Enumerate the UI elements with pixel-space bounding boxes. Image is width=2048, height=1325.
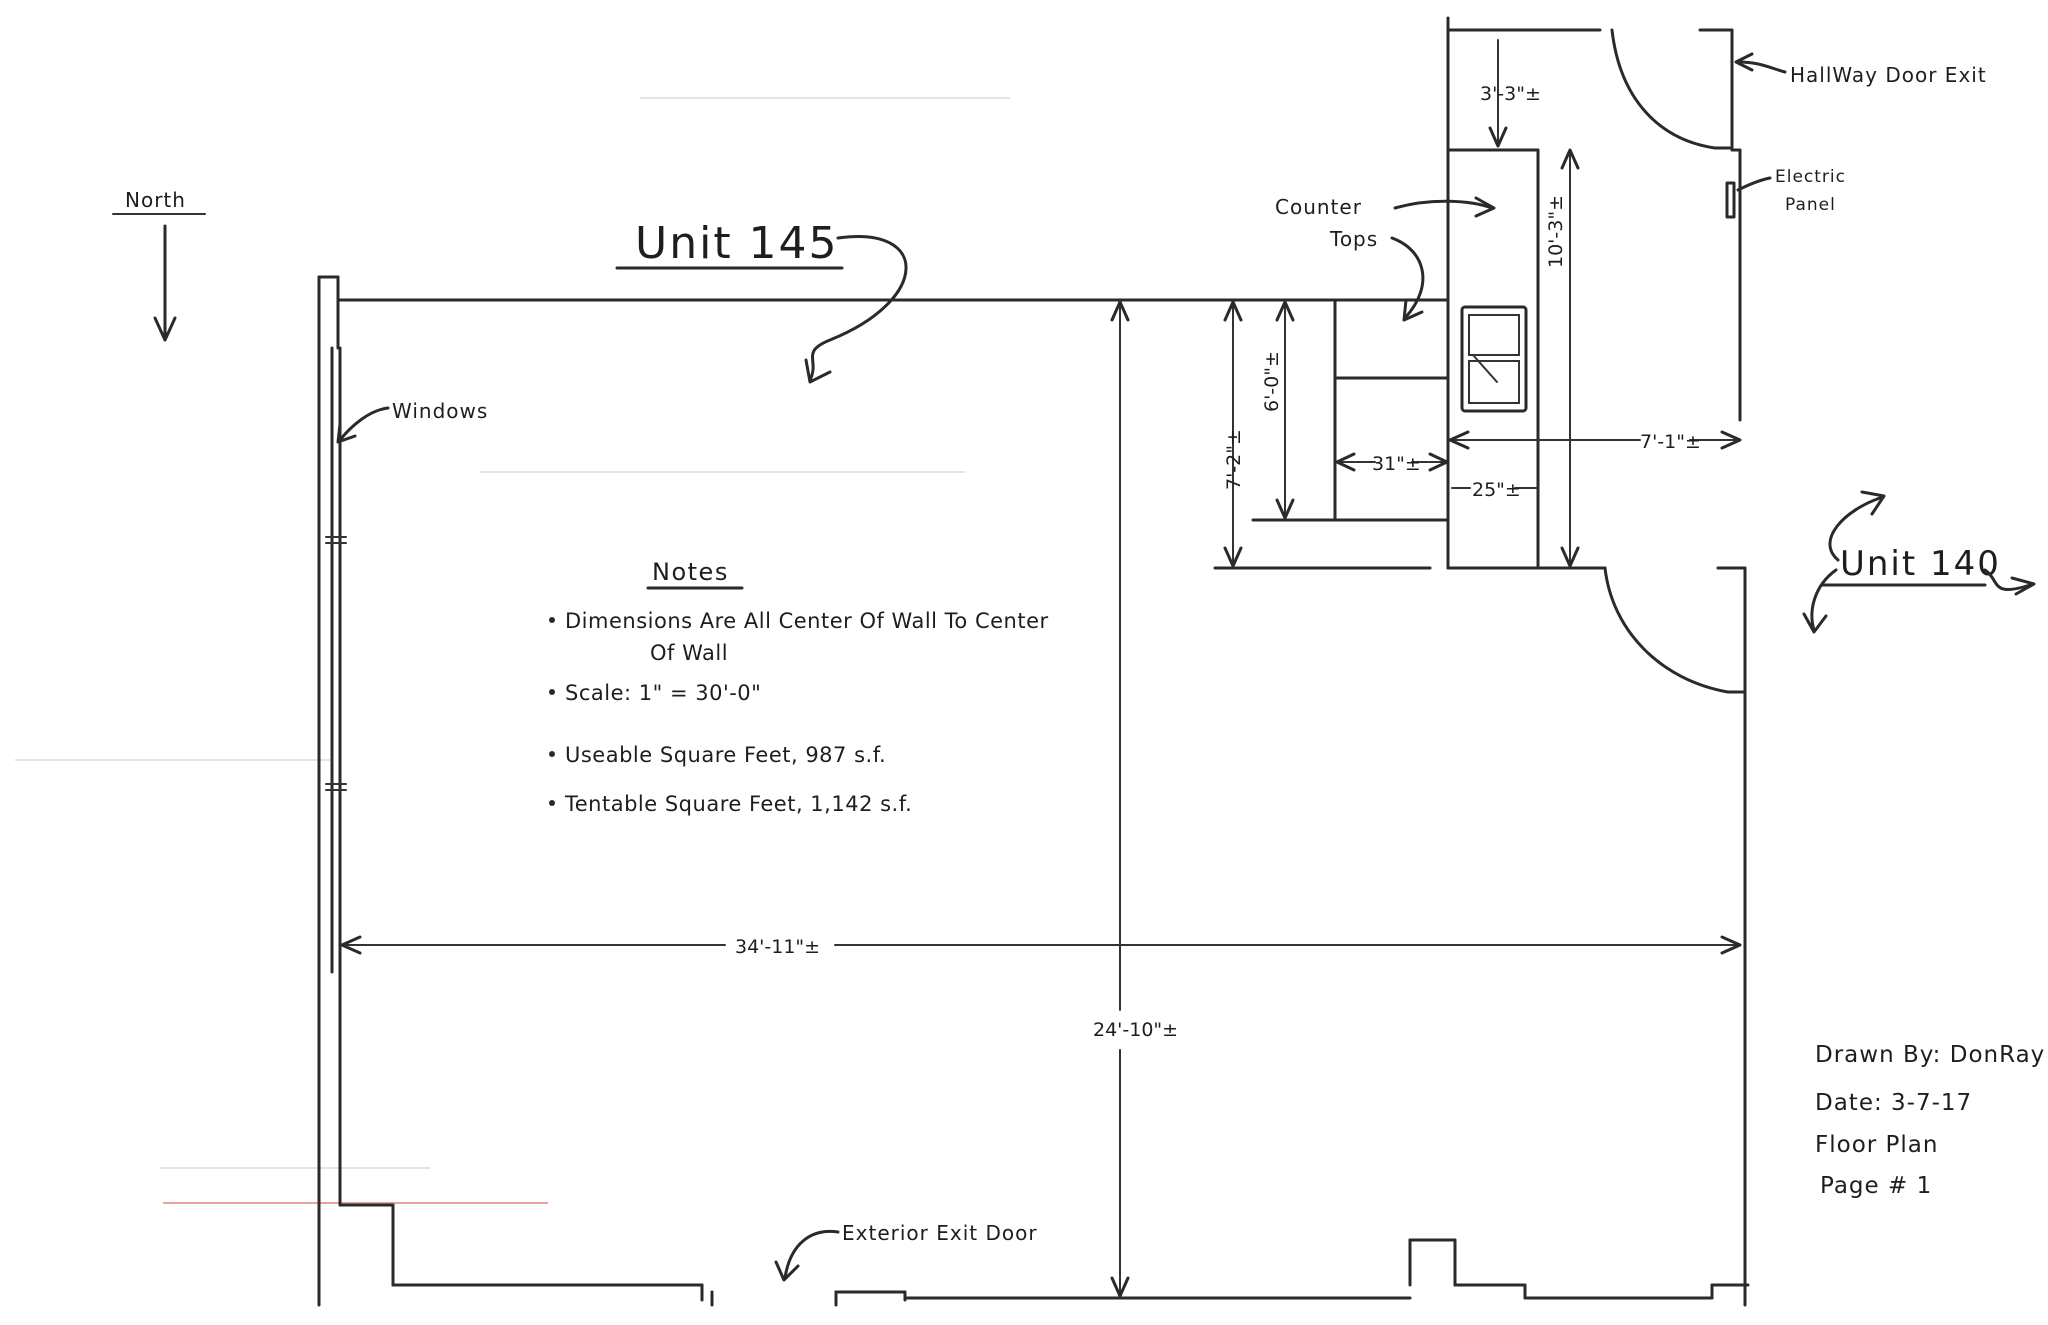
- notes-item-3: Useable Square Feet, 987 s.f.: [565, 743, 886, 767]
- dim-hall-depth: 3'-3"±: [1480, 83, 1541, 105]
- dim-counter-height: 10'-3"±: [1545, 195, 1567, 268]
- electric-panel-label-line2: Panel: [1785, 195, 1836, 215]
- walls: [317, 16, 1750, 1307]
- hallway-door-exit-label: HallWay Door Exit: [1790, 63, 1987, 87]
- dimension-lines: [340, 39, 1742, 1298]
- dim-kitchen-inner: 6'-0"±: [1261, 351, 1283, 412]
- dim-overall-depth: 24'-10"±: [1093, 1019, 1178, 1041]
- kitchenette: [1213, 298, 1528, 570]
- dim-counter-width: 25"±: [1472, 479, 1521, 501]
- notes-item-2: Scale: 1" = 30'-0": [565, 681, 761, 705]
- dim-kitchen-outer: 7'-2"±: [1223, 429, 1245, 490]
- drawing-date: Date: 3-7-17: [1815, 1090, 1972, 1116]
- scan-artifacts: [15, 97, 1010, 1169]
- title-block: Drawn By: DonRay Date: 3-7-17 Floor Plan…: [1815, 1042, 2045, 1199]
- electric-panel-callout: Electric Panel: [1736, 167, 1846, 215]
- hallway-door-exit-callout: HallWay Door Exit: [1734, 52, 1987, 87]
- counter-tops-label-line1: Counter: [1275, 195, 1362, 219]
- unit-140-label-group: Unit 140: [1802, 490, 2036, 634]
- unit-140-label: Unit 140: [1840, 544, 2001, 584]
- exterior-exit-door-label: Exterior Exit Door: [842, 1221, 1038, 1245]
- unit-145-label: Unit 145: [635, 218, 839, 269]
- dimension-text: 3'-3"± 10'-3"± 6'-0"± 7'-2"± 31"± 25"± 7…: [735, 83, 1701, 1041]
- notes-item-1-cont: Of Wall: [650, 641, 728, 665]
- notes-item-4: Tentable Square Feet, 1,142 s.f.: [564, 792, 912, 816]
- hallway-door-lower: [1603, 566, 1747, 694]
- dim-hall-width: 7'-1"±: [1640, 431, 1701, 453]
- windows-callout: Windows: [336, 399, 488, 444]
- unit-145-label-group: Unit 145: [615, 218, 908, 384]
- page-number: Page # 1: [1820, 1173, 1932, 1199]
- notes-block: Notes Dimensions Are All Center Of Wall …: [549, 558, 1049, 816]
- sheet-title: Floor Plan: [1815, 1132, 1938, 1158]
- counter-tops-callout: Counter Tops: [1275, 195, 1496, 322]
- north-arrow: North: [112, 188, 206, 342]
- north-label: North: [125, 188, 186, 212]
- counter-tops-label-line2: Tops: [1329, 227, 1378, 251]
- windows-label: Windows: [392, 399, 488, 423]
- electric-panel-label-line1: Electric: [1775, 167, 1846, 187]
- notes-title: Notes: [652, 558, 729, 586]
- hallway-door-upper: [1610, 28, 1734, 150]
- electric-panel: [1725, 181, 1736, 219]
- exterior-exit-door-callout: Exterior Exit Door: [774, 1221, 1038, 1282]
- dim-counter-gap: 31"±: [1372, 453, 1421, 475]
- dim-overall-width: 34'-11"±: [735, 936, 820, 958]
- notes-item-1: Dimensions Are All Center Of Wall To Cen…: [565, 609, 1049, 633]
- drawn-by: Drawn By: DonRay: [1815, 1042, 2045, 1068]
